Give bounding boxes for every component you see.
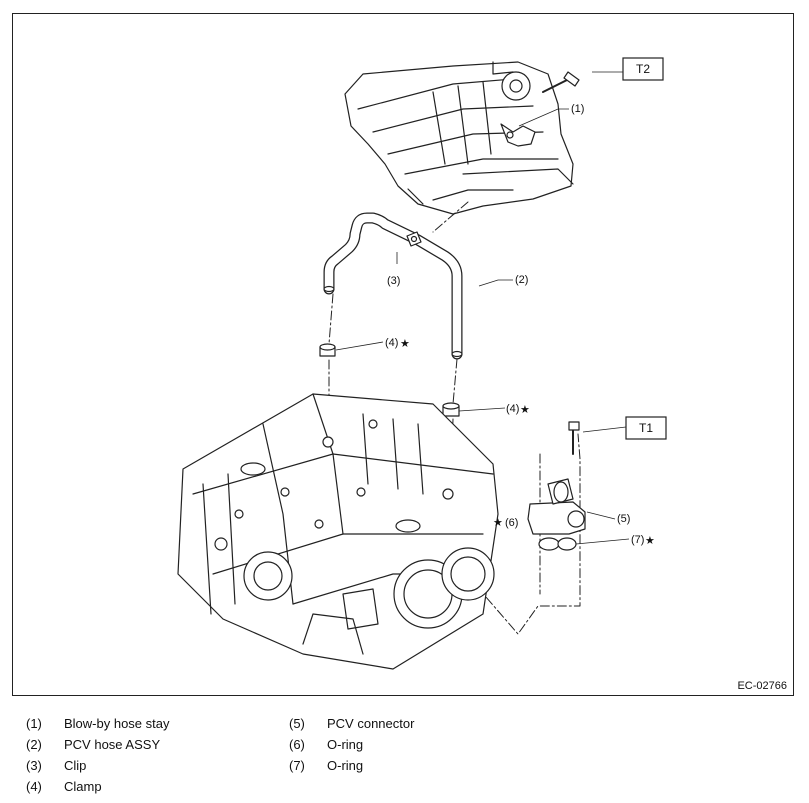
exploded-diagram: T2 T1 (1) (2) (3) (4) ★ (4) ★ (5) ★ (6) … — [177, 57, 667, 670]
legend-number: (6) — [289, 737, 305, 752]
legend-item: (4) Clamp — [26, 776, 170, 797]
callout-5: (5) — [617, 513, 630, 525]
legend-item: (5) PCV connector — [289, 713, 414, 734]
cylinder-block-drawing — [177, 393, 499, 670]
callout-6: (6) — [505, 517, 518, 529]
exploded-diagram-frame: T2 T1 (1) (2) (3) (4) ★ (4) ★ (5) ★ (6) … — [12, 13, 794, 696]
clamp-drawings — [319, 343, 460, 417]
pcv-hose-drawing — [323, 212, 463, 360]
legend-label: Clamp — [64, 779, 102, 794]
callout-4b: (4) — [506, 403, 519, 415]
legend-number: (4) — [26, 779, 42, 794]
callout-3: (3) — [387, 275, 400, 287]
legend-number: (5) — [289, 716, 305, 731]
torque-label-t2: T2 — [636, 62, 650, 76]
star-icon: ★ — [645, 535, 655, 547]
legend-number: (7) — [289, 758, 305, 773]
legend-label: Blow-by hose stay — [64, 716, 170, 731]
star-icon: ★ — [400, 338, 410, 350]
legend-label: PCV hose ASSY — [64, 737, 161, 752]
legend-left-column: (1) Blow-by hose stay (2) PCV hose ASSY (3… — [26, 713, 170, 797]
legend-item: (3) Clip — [26, 755, 170, 776]
legend-label: O-ring — [327, 737, 364, 752]
callout-2: (2) — [515, 274, 528, 286]
legend-number: (3) — [26, 758, 42, 773]
callout-7: (7) — [631, 534, 644, 546]
intake-manifold-drawing — [344, 61, 580, 215]
legend-item: (6) O-ring — [289, 734, 414, 755]
legend-number: (1) — [26, 716, 42, 731]
legend-label: Clip — [64, 758, 87, 773]
torque-label-t1: T1 — [639, 421, 653, 435]
legend-label: O-ring — [327, 758, 364, 773]
star-icon: ★ — [493, 517, 503, 529]
leader-lines — [335, 71, 630, 545]
callout-4a: (4) — [385, 337, 398, 349]
pcv-connector-drawing — [527, 421, 586, 551]
legend-item: (1) Blow-by hose stay — [26, 713, 170, 734]
figure-code: EC-02766 — [737, 680, 787, 692]
torque-box-t2: T2 — [622, 57, 664, 81]
legend-number: (2) — [26, 737, 42, 752]
star-icon: ★ — [520, 404, 530, 416]
legend-label: PCV connector — [327, 716, 415, 731]
callout-1: (1) — [571, 103, 584, 115]
legend-right-column: (5) PCV connector (6) O-ring (7) O-ring — [289, 713, 414, 776]
legend-item: (7) O-ring — [289, 755, 414, 776]
torque-box-t1: T1 — [625, 416, 667, 440]
legend-item: (2) PCV hose ASSY — [26, 734, 170, 755]
